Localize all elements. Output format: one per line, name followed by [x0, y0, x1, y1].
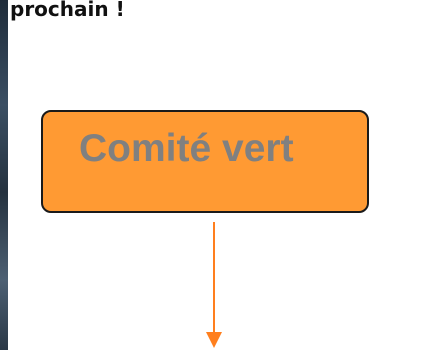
arrow-head-icon [206, 332, 222, 348]
down-arrow-connector [206, 222, 222, 348]
node-label: Comité vert [79, 127, 294, 170]
comite-vert-node: Comité vert [41, 110, 369, 213]
heading-text: prochain ! [10, 0, 125, 21]
background-photo-strip [0, 0, 8, 350]
